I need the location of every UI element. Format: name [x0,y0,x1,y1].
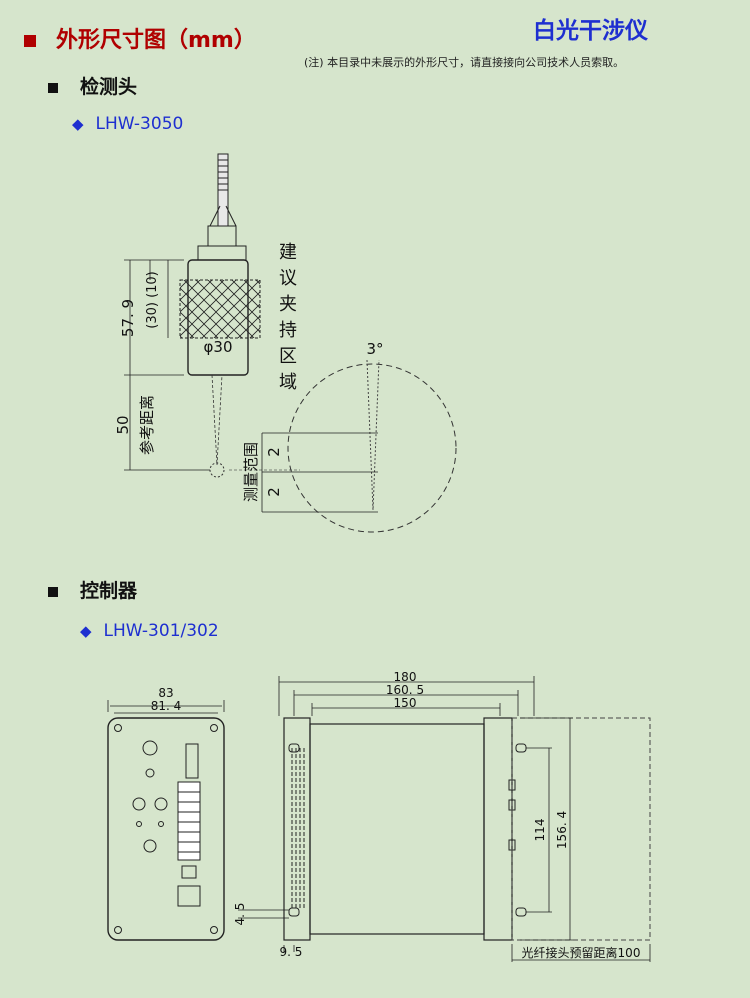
depth-mid-label: 160. 5 [386,683,424,697]
fiber-note-label: 光纤接头预留距离100 [522,945,641,960]
probe-inner-label: (30) (10) [145,271,160,329]
square-bullet-icon [24,35,36,47]
controller-model: ◆LHW-301/302 [80,621,219,641]
note-text: (注) 本目录中未展示的外形尺寸，请直接接向公司技术人员索取。 [304,56,625,69]
diamond-bullet-icon: ◆ [80,622,92,640]
section-title: 外形尺寸图（mm） [24,22,256,54]
range-b-label: 2 [265,487,283,497]
side-view [238,676,651,962]
depth-total-label: 180 [394,670,417,684]
offset-v-label: 4. 5 [233,903,247,926]
front-view [107,700,225,941]
hole-height-label: 114 [533,819,547,842]
ref-distance-label: 参考距离 [138,395,156,455]
depth-inner-label: 150 [394,696,417,710]
square-bullet-icon [48,82,58,93]
width-outer-label: 83 [158,686,173,700]
angle-label: 3° [366,340,383,358]
square-bullet-icon [48,586,58,597]
probe-height-label: 57. 9 [119,299,137,337]
range-a-label: 2 [265,447,283,457]
diamond-bullet-icon: ◆ [72,115,84,133]
controller-heading: 控制器 [48,576,137,603]
offset-h-label: 9. 5 [280,945,303,959]
width-inner-label: 81. 4 [151,699,182,713]
brand-title: 白光干涉仪 [533,18,648,44]
probe-cable [197,153,247,261]
detail-circle [287,363,457,533]
probe-model: ◆LHW-3050 [72,114,184,134]
ref-distance-num: 50 [114,415,132,434]
probe-diameter-label: φ30 [204,338,233,356]
total-height-label: 156. 4 [555,811,569,849]
clamp-zone [179,279,261,339]
range-label: 测量范围 [242,442,260,502]
probe-heading: 检测头 [48,72,137,99]
clamp-label: 建议夹持区域 [279,242,297,393]
